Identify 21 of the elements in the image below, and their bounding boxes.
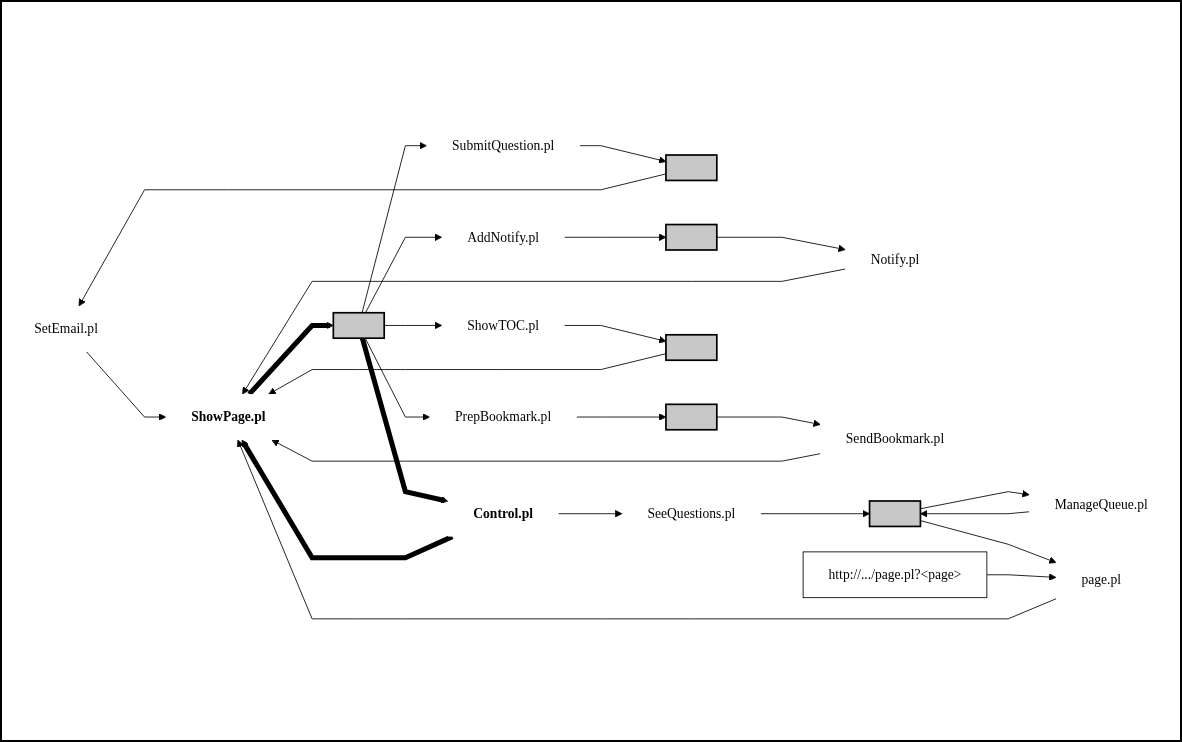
- node-box: [665, 403, 718, 431]
- node-text: page.pl: [1081, 572, 1122, 587]
- node-box: [665, 334, 718, 362]
- node-box: [868, 500, 922, 528]
- node-box: http://.../page.pl?<page>: [802, 551, 988, 599]
- arrow: [247, 321, 334, 397]
- node-text: SendBookmark.pl: [845, 431, 945, 447]
- node-text: AddNotify.pl: [467, 229, 540, 245]
- node-box: [332, 312, 386, 340]
- node-text: ShowPage.pl: [191, 409, 266, 424]
- arrow: [241, 439, 454, 561]
- node-text: SeeQuestions.pl: [647, 506, 736, 521]
- node-text: ShowTOC.pl: [467, 318, 539, 333]
- node-box: [665, 223, 718, 251]
- node-text: Notify.pl: [870, 251, 920, 267]
- node-text: Control.pl: [473, 506, 533, 521]
- node-text: ManageQueue.pl: [1054, 497, 1148, 513]
- node-text: SubmitQuestion.pl: [452, 138, 555, 153]
- node-box: [665, 154, 718, 182]
- node-text: SetEmail.pl: [34, 321, 98, 336]
- node-text: PrepBookmark.pl: [455, 409, 552, 424]
